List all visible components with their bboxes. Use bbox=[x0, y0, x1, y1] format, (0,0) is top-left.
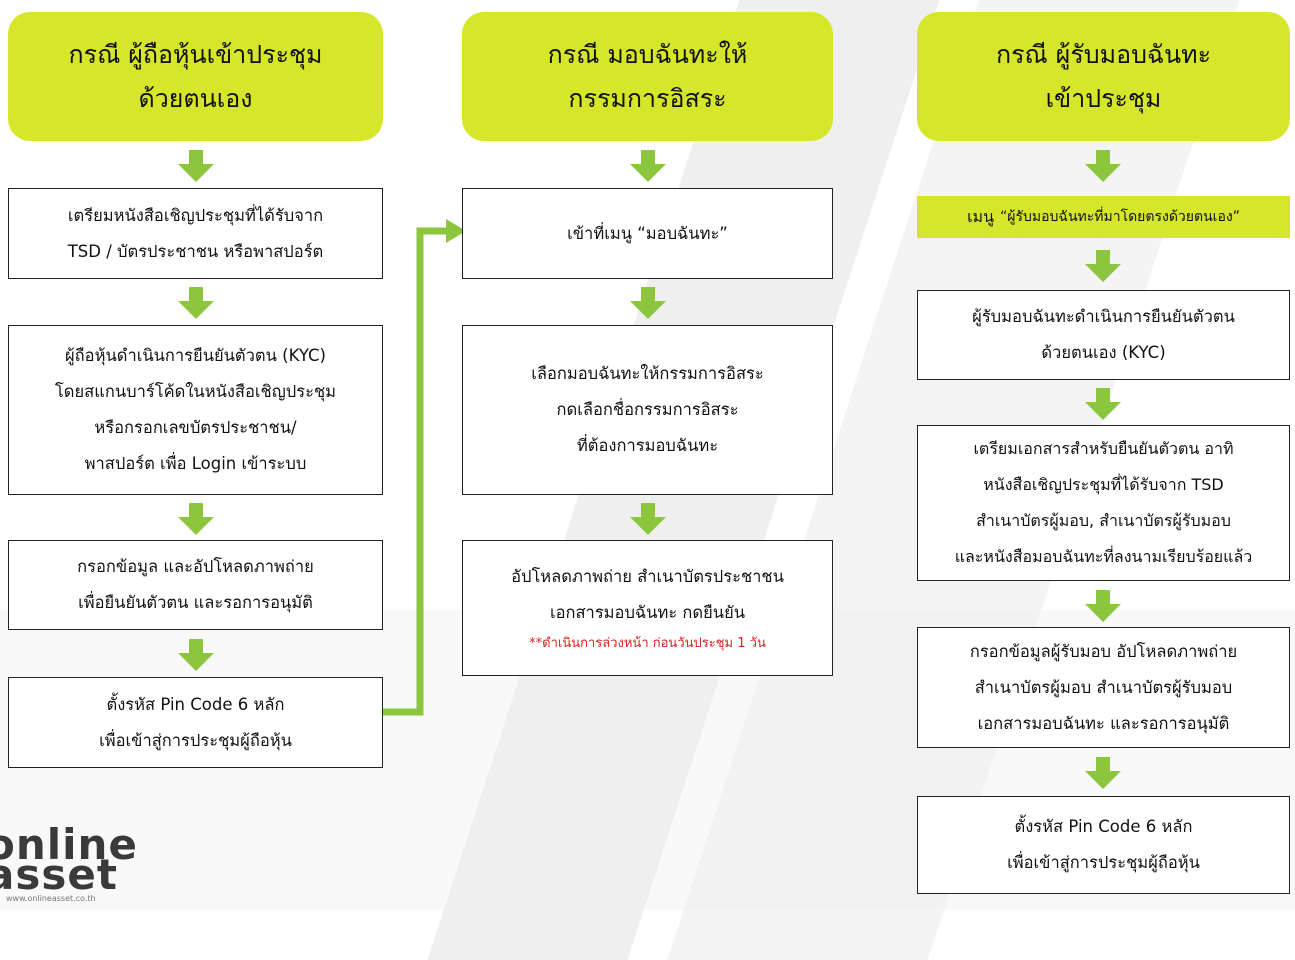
step-text: สำเนาบัตรผู้มอบ สำเนาบัตรผู้รับมอบ bbox=[974, 677, 1233, 697]
step-text: หรือกรอกเลขบัตรประชาชน/ bbox=[94, 418, 297, 437]
arrow-down-icon bbox=[178, 150, 214, 182]
logo-line1: online bbox=[0, 820, 138, 869]
header-self-attend: กรณี ผู้ถือหุ้นเข้าประชุม ด้วยตนเอง bbox=[8, 12, 383, 141]
step-text: โดยสแกนบาร์โค้ดในหนังสือเชิญประชุม bbox=[54, 382, 337, 401]
step-proxy-menu: เข้าที่เมนู “มอบฉันทะ” bbox=[462, 188, 833, 279]
menu-quoted: “ผู้รับมอบฉันทะที่มาโดยตรงด้วยตนเอง” bbox=[1000, 209, 1240, 225]
step-text: เลือกมอบฉันทะให้กรรมการอิสระ bbox=[531, 364, 764, 383]
step-text: ที่ต้องการมอบฉันทะ bbox=[576, 436, 719, 455]
step-text: หนังสือเชิญประชุมที่ได้รับจาก TSD bbox=[983, 475, 1224, 494]
step-text: เอกสารมอบฉันทะ และรอการอนุมัติ bbox=[977, 713, 1230, 733]
connector-line bbox=[382, 219, 466, 716]
step-text: เข้าที่เมนู “มอบฉันทะ” bbox=[567, 223, 728, 243]
arrow-down-icon bbox=[178, 287, 214, 319]
step-text: ผู้รับมอบฉันทะดำเนินการยืนยันตัวตน bbox=[972, 307, 1235, 326]
arrow-down-icon bbox=[630, 503, 666, 535]
step-text: ตั้งรหัส Pin Code 6 หลัก bbox=[106, 694, 285, 714]
header-line: กรณี ผู้รับมอบฉันทะ bbox=[995, 39, 1212, 69]
header-line: กรณี ผู้ถือหุ้นเข้าประชุม bbox=[68, 39, 323, 69]
step-text: พาสปอร์ต เพื่อ Login เข้าระบบ bbox=[84, 454, 307, 473]
step-proxy-kyc: ผู้รับมอบฉันทะดำเนินการยืนยันตัวตน ด้วยต… bbox=[917, 290, 1290, 380]
step-text: สำเนาบัตรผู้มอบ, สำเนาบัตรผู้รับมอบ bbox=[976, 511, 1231, 530]
step-fill-proxy-info: กรอกข้อมูลผู้รับมอบ อัปโหลดภาพถ่าย สำเนา… bbox=[917, 627, 1290, 748]
step-text: กรอกข้อมูลผู้รับมอบ อัปโหลดภาพถ่าย bbox=[969, 641, 1238, 661]
step-kyc: ผู้ถือหุ้นดำเนินการยืนยันตัวตน (KYC) โดย… bbox=[8, 325, 383, 495]
header-line: ด้วยตนเอง bbox=[138, 83, 253, 113]
step-text: เพื่อเข้าสู่การประชุมผู้ถือหุ้น bbox=[1007, 853, 1200, 872]
header-line: เข้าประชุม bbox=[1045, 83, 1162, 113]
step-proxy-pin: ตั้งรหัส Pin Code 6 หลัก เพื่อเข้าสู่การ… bbox=[917, 796, 1290, 894]
step-text: อัปโหลดภาพถ่าย สำเนาบัตรประชาชน bbox=[511, 567, 784, 586]
step-text: ผู้ถือหุ้นดำเนินการยืนยันตัวตน (KYC) bbox=[65, 346, 326, 365]
step-upload-proxy: อัปโหลดภาพถ่าย สำเนาบัตรประชาชน เอกสารมอ… bbox=[462, 540, 833, 676]
step-text: ตั้งรหัส Pin Code 6 หลัก bbox=[1014, 817, 1193, 836]
step-text: กรอกข้อมูล และอัปโหลดภาพถ่าย bbox=[77, 557, 314, 576]
arrow-down-icon bbox=[630, 150, 666, 182]
logo-line2: asset bbox=[0, 850, 118, 899]
step-text: และหนังสือมอบฉันทะที่ลงนามเรียบร้อยแล้ว bbox=[954, 547, 1253, 566]
step-text: เตรียมเอกสารสำหรับยืนยันตัวตน อาทิ bbox=[973, 439, 1234, 458]
step-pin: ตั้งรหัส Pin Code 6 หลัก เพื่อเข้าสู่การ… bbox=[8, 677, 383, 768]
advance-note: **ดำเนินการล่วงหน้า ก่อนวันประชุม 1 วัน bbox=[529, 636, 766, 651]
arrow-down-icon bbox=[178, 639, 214, 671]
step-text: เพื่อยืนยันตัวตน และรอการอนุมัติ bbox=[78, 593, 313, 612]
header-line: กรรมการอิสระ bbox=[568, 83, 727, 113]
step-prepare-docs: เตรียมหนังสือเชิญประชุมที่ได้รับจาก TSD … bbox=[8, 188, 383, 279]
step-upload: กรอกข้อมูล และอัปโหลดภาพถ่าย เพื่อยืนยัน… bbox=[8, 540, 383, 630]
header-proxy-attend: กรณี ผู้รับมอบฉันทะ เข้าประชุม bbox=[917, 12, 1290, 141]
step-text: กดเลือกชื่อกรรมการอิสระ bbox=[556, 400, 739, 419]
arrow-down-icon bbox=[1085, 388, 1121, 420]
arrow-down-icon bbox=[178, 503, 214, 535]
step-text: TSD / บัตรประชาชน หรือพาสปอร์ต bbox=[67, 241, 324, 261]
menu-prefix: เมนู bbox=[967, 206, 995, 226]
arrow-down-icon bbox=[1085, 590, 1121, 622]
step-text: เตรียมหนังสือเชิญประชุมที่ได้รับจาก bbox=[67, 205, 324, 225]
step-choose-director: เลือกมอบฉันทะให้กรรมการอิสระ กดเลือกชื่อ… bbox=[462, 325, 833, 495]
step-prepare-proxy-docs: เตรียมเอกสารสำหรับยืนยันตัวตน อาทิ หนังส… bbox=[917, 425, 1290, 581]
step-text: ด้วยตนเอง (KYC) bbox=[1041, 343, 1166, 362]
header-line: กรณี มอบฉันทะให้ bbox=[547, 39, 748, 69]
step-text: เพื่อเข้าสู่การประชุมผู้ถือหุ้น bbox=[99, 730, 292, 750]
step-text: เอกสารมอบฉันทะ กดยืนยัน bbox=[549, 603, 746, 622]
online-asset-logo: online asset www.onlineasset.co.th bbox=[0, 818, 160, 904]
header-proxy-director: กรณี มอบฉันทะให้ กรรมการอิสระ bbox=[462, 12, 833, 141]
arrow-down-icon bbox=[1085, 250, 1121, 282]
arrow-down-icon bbox=[1085, 757, 1121, 789]
arrow-down-icon bbox=[630, 287, 666, 319]
menu-bar: เมนู “ผู้รับมอบฉันทะที่มาโดยตรงด้วยตนเอง… bbox=[917, 196, 1290, 238]
arrow-down-icon bbox=[1085, 150, 1121, 182]
